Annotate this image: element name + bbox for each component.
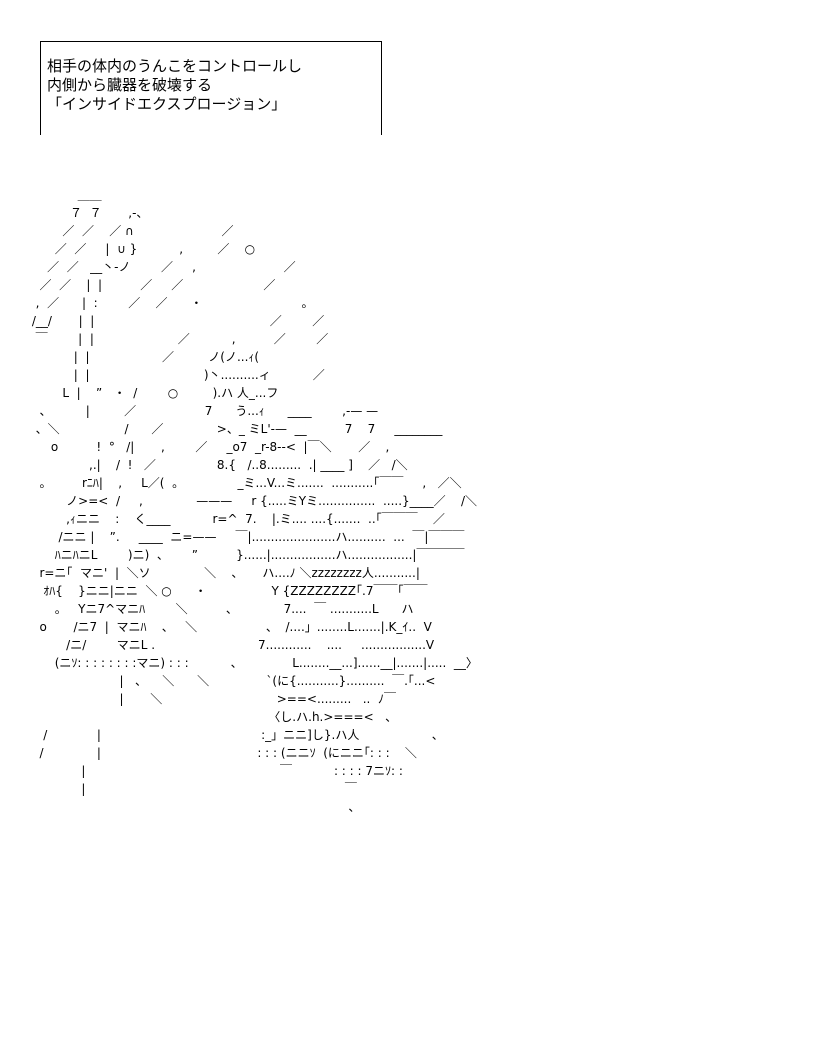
caption-line-3: 「インサイドエクスプロージョン」 bbox=[47, 95, 287, 113]
caption-line-2: 内側から臓器を破壊する bbox=[47, 76, 213, 94]
caption-text: 相手の体内のうんこをコントロールし 内側から臓器を破壊する 「インサイドエクスプ… bbox=[47, 57, 302, 114]
ascii-art-illustration: ＿＿ ７ ７ ,-、 ／ ／ ／ ∩ ／ ／ ／ | ∪ } , ／ ○ ／ ／… bbox=[31, 188, 478, 814]
caption-box bbox=[40, 41, 382, 135]
caption-line-1: 相手の体内のうんこをコントロールし bbox=[47, 57, 303, 75]
